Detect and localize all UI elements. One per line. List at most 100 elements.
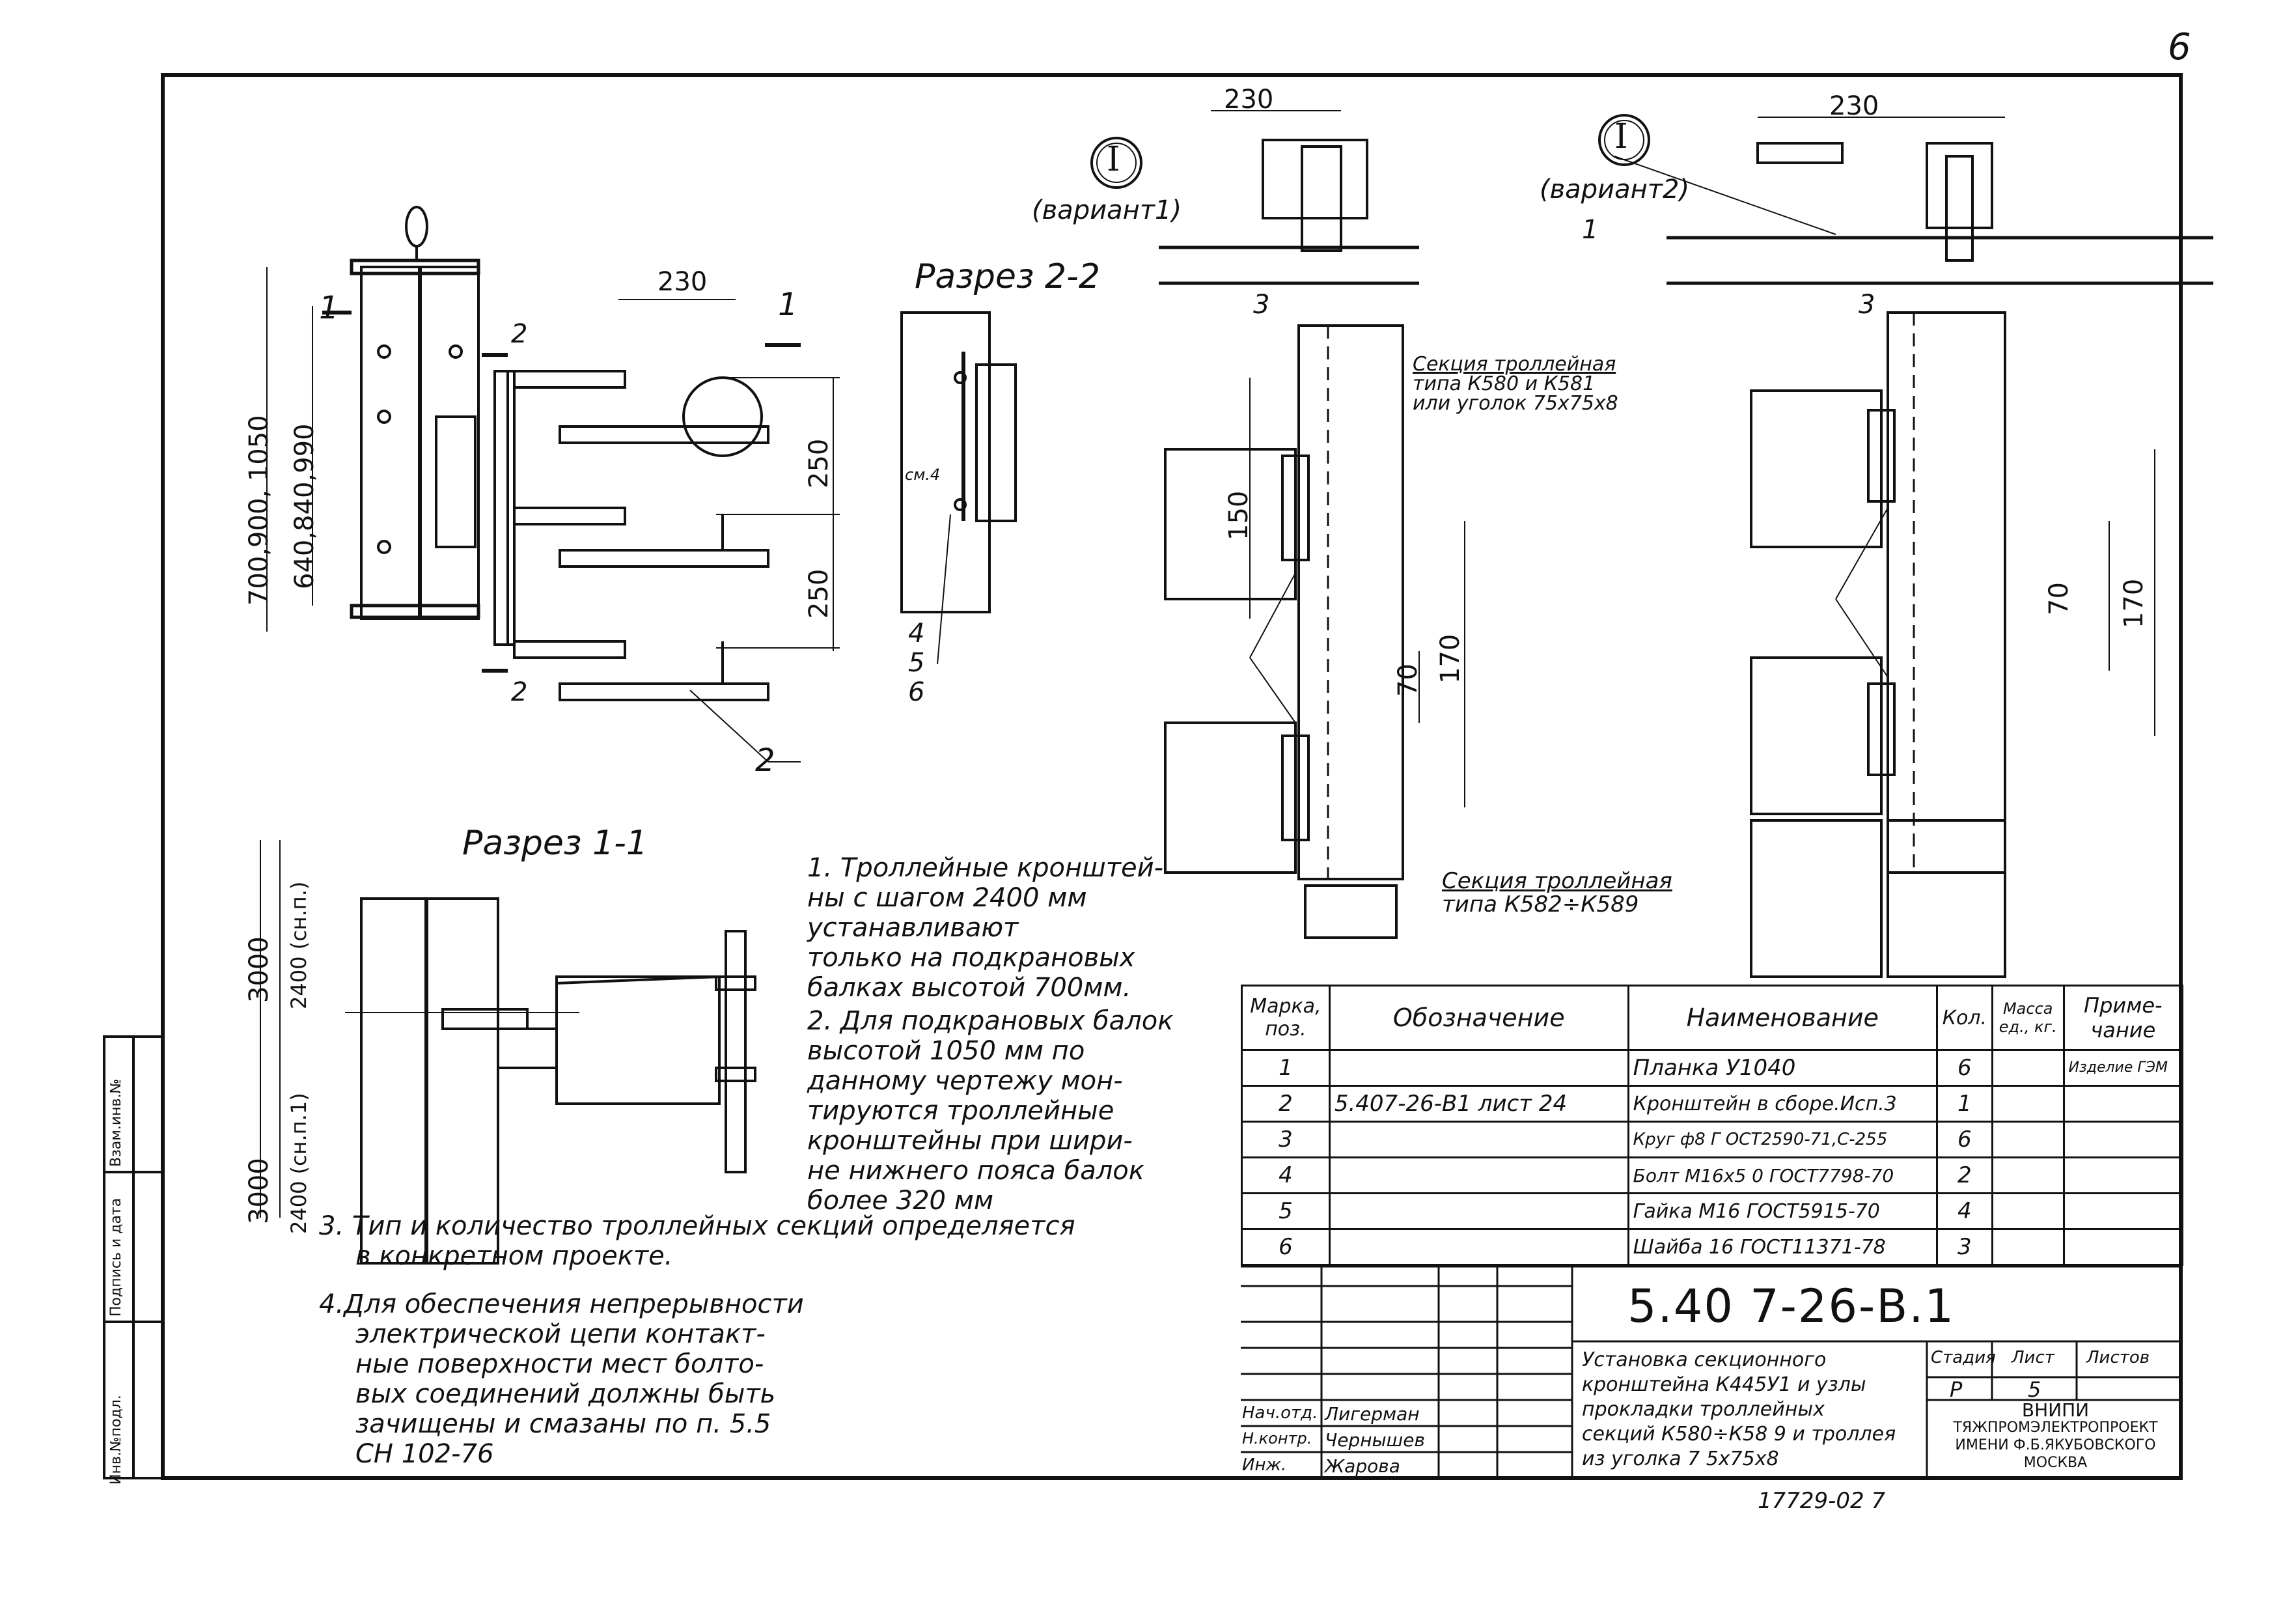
spec-cell <box>1328 1228 1629 1266</box>
note-3: 3. Тип и количество троллейных секций оп… <box>319 1211 1075 1271</box>
dim-2400-b: 2400 (сн.п.1) <box>286 1093 311 1234</box>
spec-cell: 2 <box>1241 1085 1331 1123</box>
spec-header-mark: Марка, поз. <box>1241 985 1331 1051</box>
callout-1c: 1 <box>1582 215 1599 245</box>
spec-cell <box>2062 1192 2184 1230</box>
signature-role-3: Инж. <box>1242 1455 1287 1475</box>
table-row: 6 Шайба 16 ГОСТ11371-78 3 <box>1241 1228 2184 1266</box>
spec-cell: 3 <box>1241 1121 1331 1158</box>
spec-cell <box>1328 1121 1629 1158</box>
dim-70-b: 70 <box>2044 582 2074 615</box>
spec-cell <box>1991 1228 2065 1266</box>
signature-name-3: Жарова <box>1325 1455 1400 1477</box>
title-block-grid <box>1241 1265 2181 1478</box>
spec-cell: Кронштейн в сборе.Исп.3 <box>1627 1085 1938 1123</box>
spec-cell <box>1328 1049 1629 1087</box>
callout-5: 5 <box>908 648 925 678</box>
stage-value: Р <box>1950 1377 1963 1402</box>
callout-6: 6 <box>908 677 925 707</box>
elevation-view <box>266 206 840 763</box>
spec-header-designation: Обозначение <box>1328 985 1629 1051</box>
spec-cell: Гайка М16 ГОСТ5915-70 <box>1627 1192 1938 1230</box>
spec-cell: 4 <box>1935 1192 1993 1230</box>
section-1-1-title: Разрез 1-1 <box>462 824 648 863</box>
signature-name-2: Чернышев <box>1325 1429 1425 1451</box>
dim-250-b: 250 <box>804 568 834 619</box>
spec-cell <box>2062 1121 2184 1158</box>
dim-170-b: 170 <box>2119 578 2149 628</box>
dim-230-c: 230 <box>1829 91 1879 121</box>
callout-4: 4 <box>908 619 925 649</box>
detail-variant1-label: (вариант1) <box>1032 195 1182 225</box>
table-row: 1 Планка У1040 6 Изделие ГЭМ <box>1241 1049 2184 1087</box>
spec-header-row: Марка, поз. Обозначение Наименование Кол… <box>1241 985 2184 1051</box>
spec-header-mass: Масса ед., кг. <box>1991 985 2065 1051</box>
spec-cell: 3 <box>1935 1228 1993 1266</box>
callout-cm4: см.4 <box>905 466 941 484</box>
section-2-2-view <box>900 311 1017 665</box>
spec-cell: Круг ф8 Г ОСТ2590-71,С-255 <box>1627 1121 1938 1158</box>
dim-3000-b: 3000 <box>244 1158 274 1224</box>
dim-70-a: 70 <box>1393 664 1423 697</box>
section-1-1-view <box>260 840 756 1265</box>
spec-cell <box>1991 1085 2065 1123</box>
dim-2400-a: 2400 (сн.п.) <box>286 881 311 1009</box>
spec-cell: 1 <box>1241 1049 1331 1087</box>
footer-number: 17729-02 7 <box>1758 1488 1886 1514</box>
detail-i-mark-1: I <box>1107 140 1120 179</box>
dim-230-b: 230 <box>1224 85 1274 115</box>
callout-3b: 3 <box>1859 290 1875 320</box>
note-1: 1. Троллейные кронштей-ны с шагом 2400 м… <box>807 853 1164 1003</box>
spec-cell: 5 <box>1241 1192 1331 1230</box>
trolley-section-label-a: Секция троллейная типа К580 и К581 или у… <box>1413 353 1618 415</box>
detail-variant2-label: (вариант2) <box>1540 175 1690 204</box>
callout-2c: 2 <box>755 742 775 779</box>
sidebar: Инв.№подл. Подпись и дата Взам.инв.№ <box>104 1037 129 1486</box>
callout-2b: 2 <box>511 677 528 707</box>
specification-table: Марка, поз. Обозначение Наименование Кол… <box>1241 985 2184 1266</box>
organization-name: ВНИПИ ТЯЖПРОМЭЛЕКТРОПРОЕКТ ИМЕНИ Ф.Б.ЯКУ… <box>1953 1399 2158 1472</box>
dim-250-a: 250 <box>804 438 834 488</box>
spec-cell: 4 <box>1241 1156 1331 1194</box>
sheet-frame <box>161 73 2183 1480</box>
callout-2a: 2 <box>511 319 528 349</box>
sheets-label: Листов <box>2086 1348 2150 1367</box>
spec-cell <box>1328 1156 1629 1194</box>
spec-cell <box>1991 1049 2065 1087</box>
spec-cell: Шайба 16 ГОСТ11371-78 <box>1627 1228 1938 1266</box>
detail-i-mark-2: I <box>1614 117 1628 156</box>
dim-170-a: 170 <box>1435 634 1465 684</box>
table-row: 3 Круг ф8 Г ОСТ2590-71,С-255 6 <box>1241 1121 2184 1158</box>
spec-cell: 6 <box>1935 1049 1993 1087</box>
callout-3a: 3 <box>1253 290 1270 320</box>
document-code: 5.40 7-26-В.1 <box>1627 1280 1956 1333</box>
dim-heights-inner: 640,840,990 <box>290 423 320 589</box>
spec-cell <box>1991 1192 2065 1230</box>
spec-cell: 6 <box>1935 1121 1993 1158</box>
note-4: 4.Для обеспечения непрерывности электрич… <box>319 1289 804 1469</box>
spec-header-qty: Кол. <box>1935 985 1993 1051</box>
sheet-label: Лист <box>2012 1348 2054 1367</box>
callout-1: 1 <box>319 290 339 326</box>
spec-cell <box>2062 1156 2184 1194</box>
signature-role-2: Н.контр. <box>1242 1429 1312 1448</box>
spec-cell: 1 <box>1935 1085 1993 1123</box>
table-row: 5 Гайка М16 ГОСТ5915-70 4 <box>1241 1192 2184 1230</box>
dim-230-a: 230 <box>657 267 708 297</box>
stage-label: Стадия <box>1931 1348 1996 1367</box>
sidebar-signature-label: Подпись и дата <box>108 1197 124 1317</box>
dim-3000-a: 3000 <box>244 936 274 1003</box>
table-row: 4 Болт М16х5 0 ГОСТ7798-70 2 <box>1241 1156 2184 1194</box>
sidebar-inv-label: Инв.№подл. <box>108 1395 124 1485</box>
spec-cell <box>1328 1192 1629 1230</box>
dim-150: 150 <box>1224 490 1254 540</box>
signature-name-1: Лигерман <box>1325 1403 1420 1425</box>
sheet-number: 6 <box>2168 26 2191 68</box>
sheet-value: 5 <box>2028 1377 2041 1402</box>
signature-role-1: Нач.отд. <box>1242 1403 1318 1423</box>
detail-variant2-view <box>1598 114 2213 978</box>
spec-header-note: Приме- чание <box>2062 985 2184 1051</box>
